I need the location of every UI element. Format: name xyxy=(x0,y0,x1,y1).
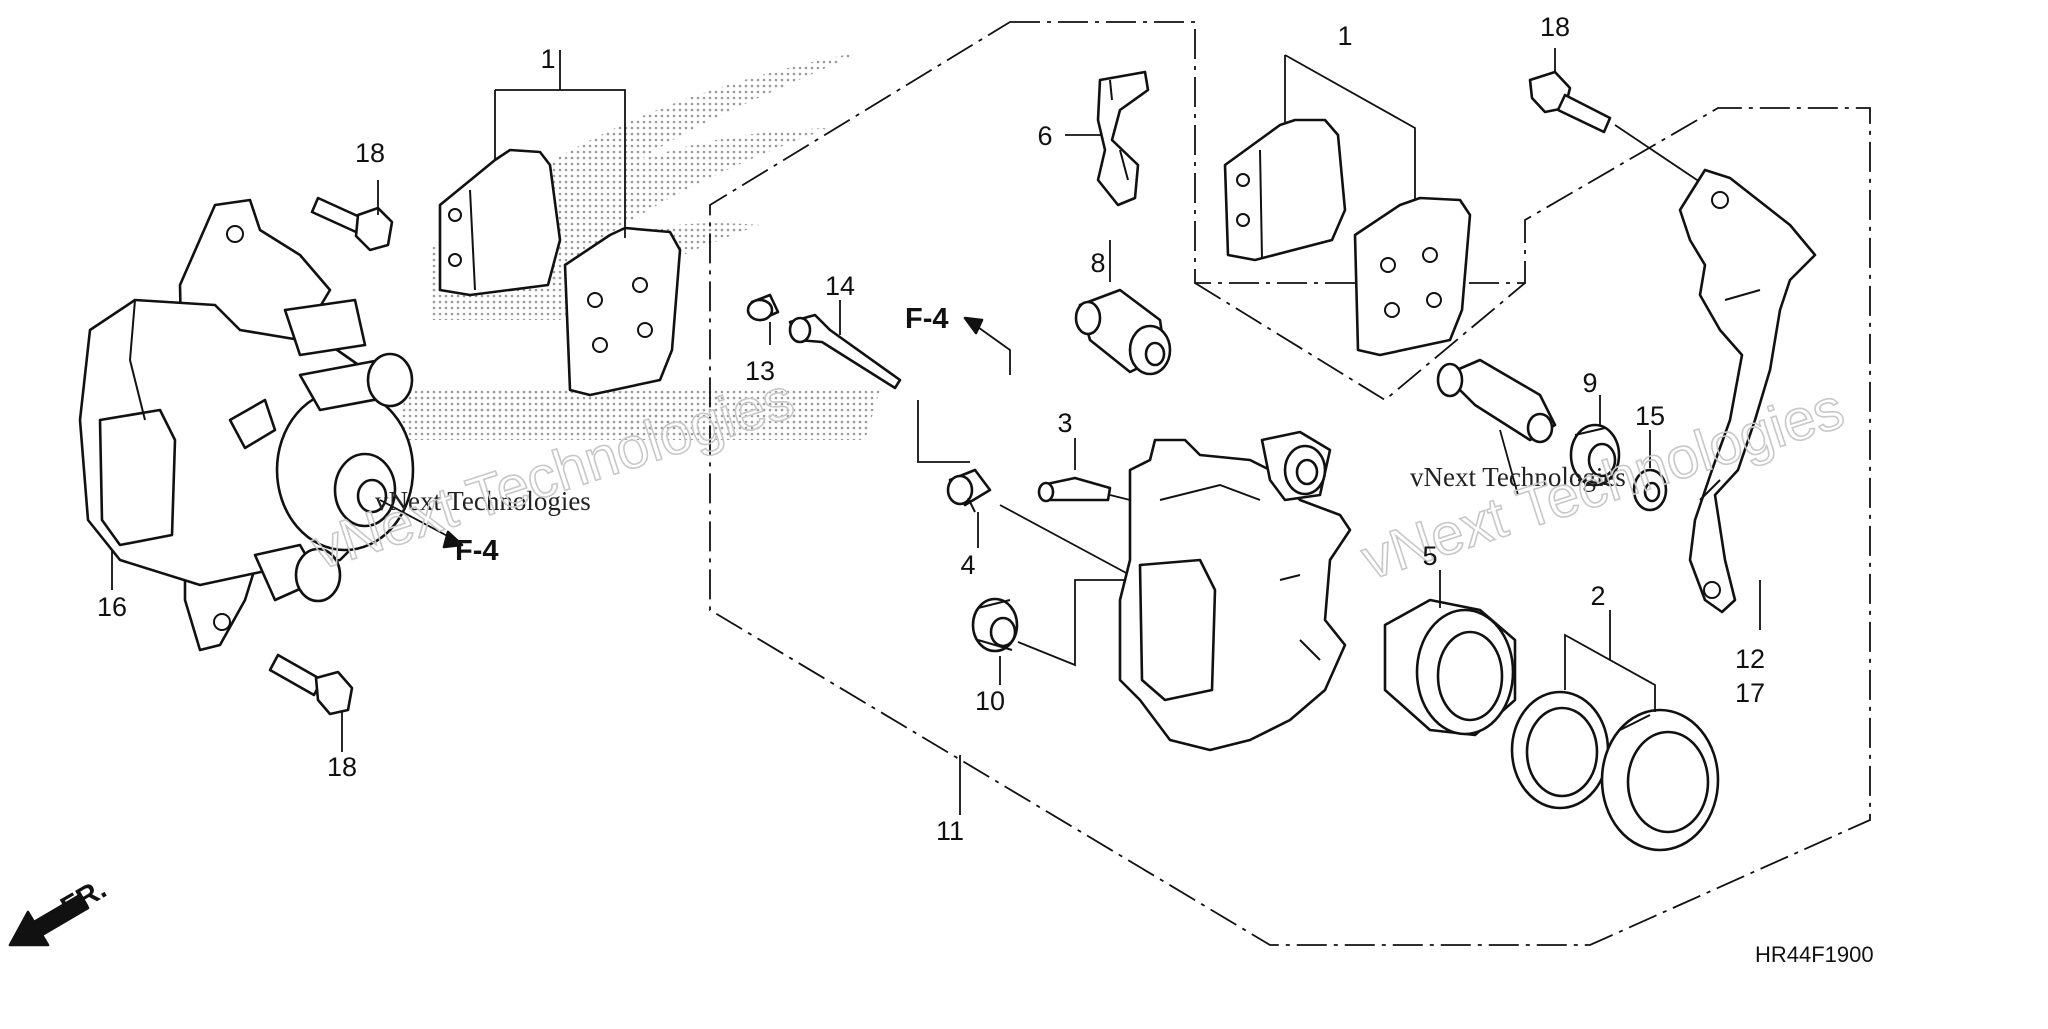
callout-14: 14 xyxy=(825,271,855,301)
piston-seals-2 xyxy=(1510,690,1720,852)
bleed-screw-4 xyxy=(946,468,992,513)
bolt-18-right xyxy=(1528,70,1612,134)
callout-8: 8 xyxy=(1090,248,1105,278)
bolt-18-left-bottom xyxy=(268,653,354,716)
dust-cap-13 xyxy=(746,293,780,322)
callout-18-right: 18 xyxy=(1540,12,1570,42)
slide-pin-14 xyxy=(788,313,902,390)
front-direction-arrow xyxy=(8,893,90,947)
bolt-18-left-top xyxy=(310,196,394,252)
reference-f4-left: F-4 xyxy=(455,535,499,567)
callout-2: 2 xyxy=(1590,581,1605,611)
brake-pad-left-pair xyxy=(438,148,682,397)
callout-11: 11 xyxy=(936,816,964,846)
bleeder-valve-3 xyxy=(1037,476,1112,503)
callout-1-left: 1 xyxy=(540,44,555,74)
slide-pin-7 xyxy=(1436,358,1557,444)
caliper-assembly-16 xyxy=(78,198,415,652)
caliper-bracket-12 xyxy=(1678,168,1817,614)
callout-17: 17 xyxy=(1735,678,1765,708)
watermark-text-left: vNext Technologies xyxy=(375,486,591,516)
callout-18-left-top: 18 xyxy=(355,138,385,168)
piston-5 xyxy=(1383,598,1517,737)
pin-boot-10 xyxy=(971,597,1019,653)
callout-15: 15 xyxy=(1635,401,1665,431)
callout-16: 16 xyxy=(97,592,127,622)
callout-9: 9 xyxy=(1582,368,1597,398)
pad-spring-6 xyxy=(1096,70,1150,207)
callout-18-left-bottom: 18 xyxy=(327,752,357,782)
watermark-text-right: vNext Technologies xyxy=(1410,462,1626,492)
callout-1-right: 1 xyxy=(1337,21,1352,51)
pad-group-outline xyxy=(1194,282,1526,402)
sleeve-8 xyxy=(1074,288,1172,376)
brake-pad-right-pair xyxy=(1223,118,1472,357)
callout-6: 6 xyxy=(1037,121,1052,151)
callout-13: 13 xyxy=(745,356,775,386)
diagram-code: HR44F1900 xyxy=(1755,942,1874,967)
callout-12: 12 xyxy=(1735,644,1765,674)
washer-15 xyxy=(1632,468,1668,512)
caliper-body-11 xyxy=(1118,430,1352,752)
callout-3: 3 xyxy=(1057,408,1072,438)
callout-5: 5 xyxy=(1422,541,1437,571)
callout-10: 10 xyxy=(975,686,1005,716)
reference-f4-center: F-4 xyxy=(905,303,949,335)
callout-4: 4 xyxy=(960,550,975,580)
pin-boot-9 xyxy=(1569,423,1621,487)
